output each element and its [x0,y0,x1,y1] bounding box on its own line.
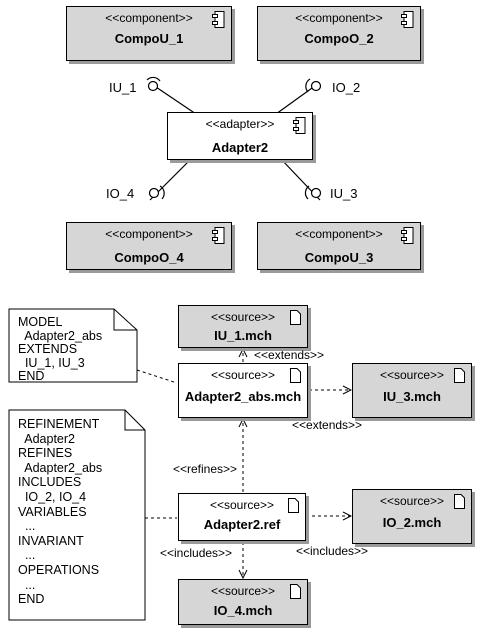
document-icon [454,368,465,383]
component-icon [212,11,225,28]
stereotype-label: <<component>> [295,227,383,241]
note-link-model [136,369,178,384]
note-line: Adapter2 [18,431,75,446]
interface-iu3-symbol [304,185,322,200]
note-line: MODEL [18,315,63,329]
document-icon [454,494,465,509]
component-icon [401,11,414,28]
note-line: IU_1, IU_3 [18,355,85,370]
interface-io2-symbol [305,78,322,93]
component-icon [212,227,225,244]
document-icon [288,498,299,513]
connector-iu1 [149,82,197,115]
interface-label-iu3: IU_3 [330,186,358,201]
note-line: IO_2, IO_4 [18,489,87,504]
note-refinement-border [8,409,146,621]
relation-label-extends-iu3: <<extends>> [292,418,363,432]
component-name: CompoU_3 [304,250,374,265]
component-icon [293,117,306,134]
stereotype-label: <<component>> [295,11,383,25]
source-name: IO_2.mch [382,515,442,530]
component-compoo2[interactable]: <<component>> CompoO_2 [257,6,421,61]
source-name: Adapter2.ref [203,517,281,532]
component-name: CompoO_2 [304,31,374,46]
note-line: Adapter2_abs [18,328,103,343]
relation-label-extends-iu1: <<extends>> [254,348,325,362]
note-line: END [18,369,45,383]
component-icon [401,227,414,244]
component-adapter2[interactable]: <<adapter>> Adapter2 [167,112,313,160]
document-icon [290,368,301,383]
note-line: ... [18,519,36,534]
source-name: IO_4.mch [213,603,273,618]
interface-label-iu1: IU_1 [109,80,137,95]
note-line: REFINEMENT [18,417,100,431]
note-refinement: REFINEMENT Adapter2 REFINES Adapter2_abs… [10,411,144,619]
document-icon [290,310,301,325]
relation-label-includes-io4: <<includes>> [160,546,233,560]
component-compou1[interactable]: <<component>> CompoU_1 [66,6,232,61]
component-name: Adapter2 [211,140,269,155]
stereotype-label: <<source>> [379,368,445,382]
stereotype-label: <<source>> [379,494,445,508]
note-line: INCLUDES [18,475,82,490]
source-name: IU_3.mch [383,389,441,404]
interface-iu1-symbol [146,76,161,92]
note-line: REFINES [18,446,73,461]
interface-label-io4: IO_4 [106,186,135,201]
stereotype-label: <<component>> [105,227,193,241]
note-line: VARIABLES [18,504,87,519]
interface-label-io2: IO_2 [332,80,361,95]
component-compoo4[interactable]: <<component>> CompoO_4 [66,222,232,270]
source-io2-mch[interactable]: <<source>> IO_2.mch [352,489,472,544]
relation-label-includes-io2: <<includes>> [296,544,369,558]
note-model: MODEL Adapter2_abs EXTENDS IU_1, IU_3 EN… [10,310,136,383]
note-line: Adapter2_abs [18,460,103,475]
component-compou3[interactable]: <<component>> CompoU_3 [257,222,421,270]
stereotype-label: <<source>> [210,584,276,598]
note-line: OPERATIONS [18,562,100,577]
interface-io4-symbol [148,185,165,200]
stereotype-label: <<component>> [105,11,193,25]
note-line: END [18,592,45,607]
source-name: IU_1.mch [214,328,272,343]
note-line: ... [18,548,36,563]
component-name: CompoU_1 [114,31,184,46]
document-icon [290,584,301,599]
stereotype-label: <<source>> [210,310,276,324]
stereotype-label: <<source>> [209,498,275,512]
note-line: ... [18,577,36,592]
note-model-border [8,308,138,383]
stereotype-label: <<adapter>> [205,117,275,131]
stereotype-label: <<source>> [210,368,276,382]
relation-label-refines: <<refines>> [173,462,238,476]
source-adapter2-ref[interactable]: <<source>> Adapter2.ref [178,493,306,541]
source-name: Adapter2_abs.mch [184,389,302,404]
note-line: INVARIANT [18,533,84,548]
source-iu1-mch[interactable]: <<source>> IU_1.mch [178,305,308,348]
source-io4-mch[interactable]: <<source>> IO_4.mch [178,579,308,625]
source-iu3-mch[interactable]: <<source>> IU_3.mch [352,363,472,418]
source-adapter2-abs-mch[interactable]: <<source>> Adapter2_abs.mch [178,363,308,418]
note-line: EXTENDS [18,342,78,356]
component-name: CompoO_4 [114,250,184,265]
